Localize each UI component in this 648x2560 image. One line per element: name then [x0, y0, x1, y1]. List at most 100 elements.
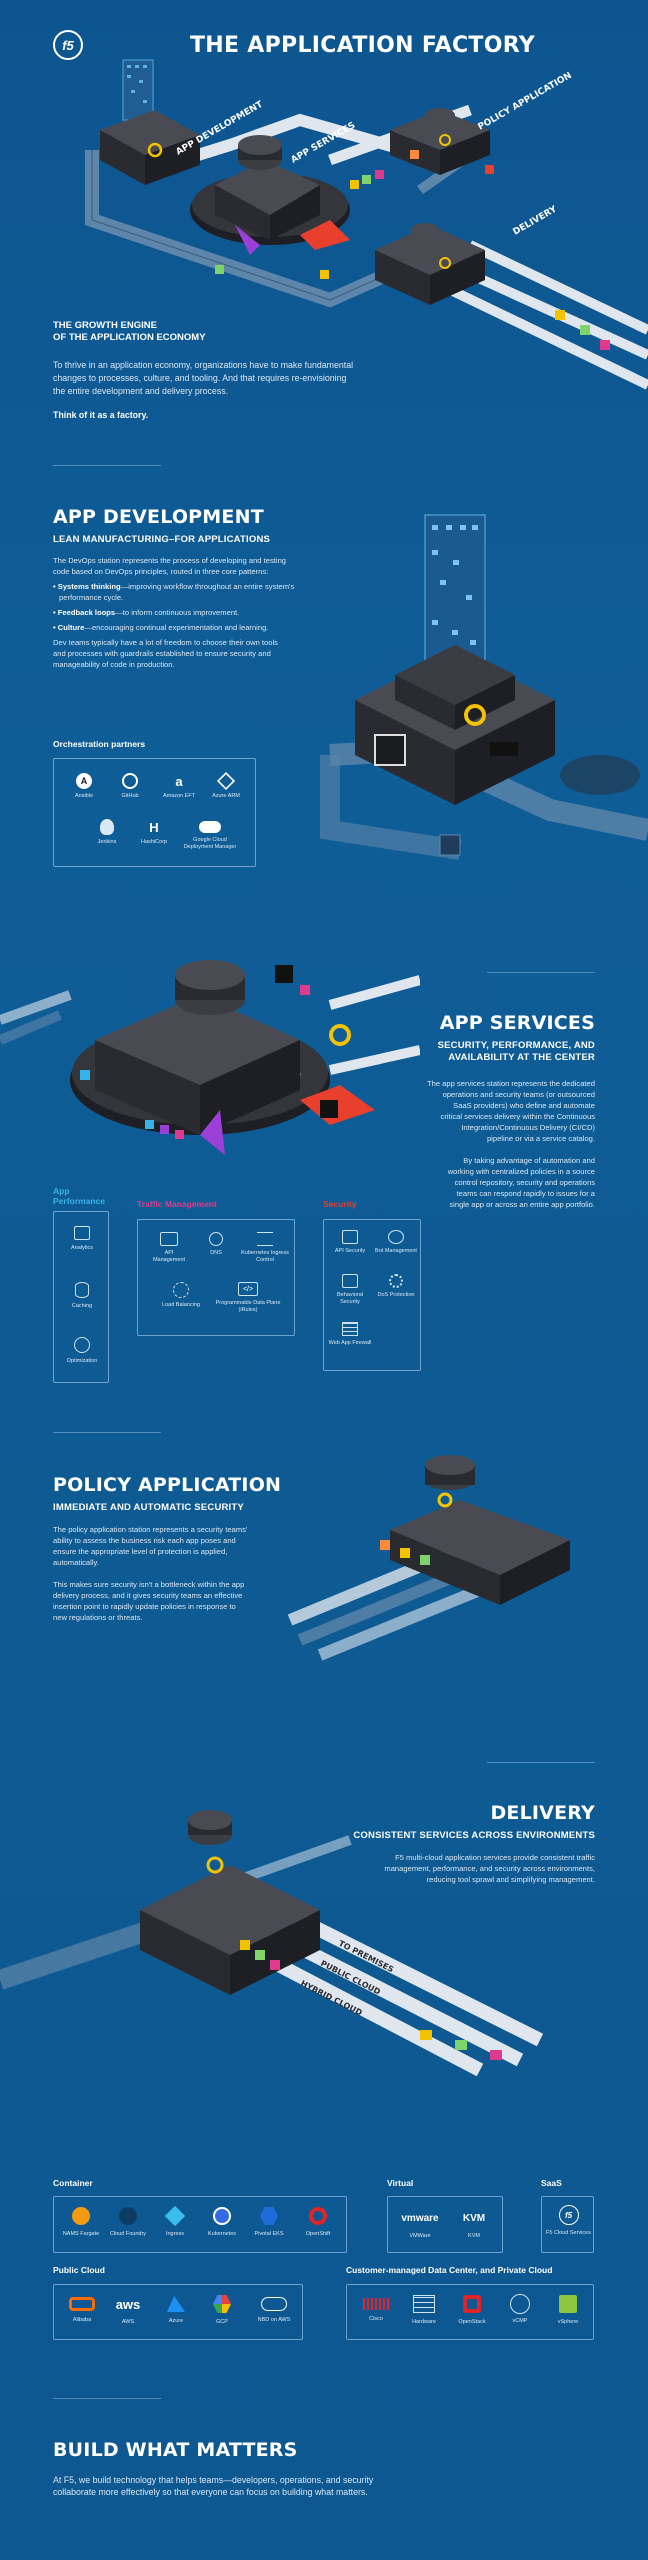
container-item-kubernetes[interactable]: Kubernetes	[201, 2207, 243, 2238]
alibaba-icon	[69, 2297, 95, 2311]
policy-illustration	[287, 1455, 570, 1661]
cloud-foundry-icon	[119, 2207, 137, 2225]
security-box: API Security Bot Management Behavioral S…	[323, 1219, 421, 1371]
kubernetes-ingress-item[interactable]: Kubernetes Ingress Control	[238, 1232, 292, 1263]
behavioral-security-item[interactable]: Behavioral Security	[328, 1274, 372, 1305]
hero-heading: THE GROWTH ENGINE OF THE APPLICATION ECO…	[53, 320, 206, 343]
container-item-cloud-foundry[interactable]: Cloud Foundry	[107, 2207, 149, 2238]
vsphere-icon	[559, 2295, 577, 2313]
api-security-item[interactable]: API Security	[328, 1230, 372, 1255]
container-item-pivotal[interactable]: Pivotal EKS	[248, 2207, 290, 2238]
factory-hero-illustration: APP DEVELOPMENT APP SERVICES POLICY APPL…	[85, 59, 648, 390]
vcmp-icon	[510, 2294, 530, 2314]
cube-icon	[216, 771, 236, 791]
partner-ansible[interactable]: A Ansible	[66, 773, 102, 800]
load-balancing-item[interactable]: Load Balancing	[158, 1282, 204, 1309]
perf-box: Analytics Caching Optimization	[53, 1211, 109, 1383]
container-item-fargate[interactable]: NAMS Fargate	[60, 2207, 102, 2238]
gear-icon	[389, 1274, 403, 1288]
container-item-ingress[interactable]: Ingress	[154, 2205, 196, 2238]
kvm-logo: KVM	[462, 2212, 486, 2224]
partner-amazon[interactable]: a Amazon EFT	[158, 773, 200, 800]
cloud-icon	[261, 2297, 287, 2311]
analytics-icon	[74, 1226, 90, 1240]
database-icon	[75, 1282, 89, 1298]
aws-logo: aws	[115, 2296, 141, 2312]
traffic-title: Traffic Management	[137, 1199, 217, 1209]
f5-icon: f5	[558, 2205, 579, 2225]
dc-item-vcmp[interactable]: vCMP	[497, 2294, 543, 2325]
divider	[53, 2398, 161, 2399]
programmable-data-plane-item[interactable]: </> Programmable Data Plane (iRules)	[210, 1282, 286, 1313]
dos-protection-item[interactable]: DoS Protection	[374, 1274, 418, 1299]
appdev-body: The DevOps station represents the proces…	[53, 556, 295, 669]
cisco-icon	[363, 2298, 389, 2310]
analytics-item[interactable]: Analytics	[54, 1226, 110, 1252]
public-item-gcp[interactable]: GCP	[200, 2295, 244, 2326]
virtual-title: Virtual	[387, 2178, 414, 2188]
partner-jenkins[interactable]: Jenkins	[89, 819, 125, 846]
policy-subtitle: IMMEDIATE AND AUTOMATIC SECURITY	[53, 1502, 244, 1513]
partner-hashicorp[interactable]: H HashiCorp	[134, 819, 174, 846]
page-title: THE APPLICATION FACTORY	[190, 33, 535, 58]
gcp-icon	[213, 2295, 231, 2313]
cloud-icon	[199, 821, 221, 833]
container-item-openshift[interactable]: OpenShift	[295, 2207, 341, 2238]
dc-title: Customer-managed Data Center, and Privat…	[346, 2265, 553, 2275]
security-title: Security	[323, 1199, 357, 1209]
jenkins-icon	[100, 819, 114, 835]
footer-title: BUILD WHAT MATTERS	[53, 2439, 298, 2461]
bot-management-item[interactable]: Bot Management	[374, 1230, 418, 1255]
kubernetes-icon	[213, 2207, 231, 2225]
public-item-nbd-aws[interactable]: NBD on AWS	[248, 2295, 300, 2324]
azure-icon	[167, 2296, 185, 2312]
web-app-firewall-item[interactable]: Web App Firewall	[328, 1322, 372, 1347]
container-box: NAMS Fargate Cloud Foundry Ingress Kuber…	[53, 2196, 347, 2253]
divider	[487, 972, 595, 973]
public-item-azure[interactable]: Azure	[154, 2295, 198, 2325]
dc-item-hardware[interactable]: Hardware	[401, 2295, 447, 2326]
optimization-item[interactable]: Optimization	[54, 1337, 110, 1365]
partners-title: Orchestration partners	[53, 739, 146, 749]
amazon-icon: a	[175, 773, 183, 789]
firewall-icon	[342, 1322, 358, 1336]
appservices-body: The app services station represents the …	[426, 1079, 595, 1209]
dc-item-cisco[interactable]: Cisco	[353, 2295, 399, 2323]
policy-title: POLICY APPLICATION	[53, 1474, 282, 1496]
api-management-item[interactable]: API Management	[148, 1232, 190, 1263]
public-item-alibaba[interactable]: Alibaba	[60, 2295, 104, 2324]
api-icon	[160, 1232, 178, 1246]
dc-item-openstack[interactable]: OpenStack	[449, 2295, 495, 2326]
hero-tagline: Think of it as a factory.	[53, 410, 149, 420]
gauge-icon	[74, 1337, 90, 1353]
partner-azure-arm[interactable]: Azure ARM	[206, 771, 246, 800]
container-title: Container	[53, 2178, 93, 2188]
bot-icon	[388, 1230, 404, 1244]
hero-body: To thrive in an application economy, org…	[53, 360, 354, 396]
dns-item[interactable]: DNS	[196, 1232, 236, 1257]
traffic-box: API Management DNS Kubernetes Ingress Co…	[137, 1219, 295, 1336]
divider	[53, 465, 161, 466]
partner-google-cloud[interactable]: Google Cloud Deployment Manager	[178, 819, 242, 850]
appdev-illustration	[320, 514, 648, 860]
appservices-subtitle: SECURITY, PERFORMANCE, AND AVAILABILITY …	[437, 1040, 595, 1063]
dc-item-vsphere[interactable]: vSphere	[545, 2295, 591, 2326]
openshift-icon	[309, 2207, 327, 2225]
partner-github[interactable]: GitHub	[112, 773, 148, 800]
appdev-title: APP DEVELOPMENT	[53, 506, 264, 528]
f5-logo[interactable]: f5	[53, 30, 83, 60]
appdev-subtitle: LEAN MANUFACTURING–FOR APPLICATIONS	[53, 534, 271, 545]
delivery-title: DELIVERY	[490, 1802, 595, 1824]
saas-title: SaaS	[541, 2178, 562, 2188]
label-delivery: DELIVERY	[512, 204, 560, 237]
caching-item[interactable]: Caching	[54, 1282, 110, 1310]
delivery-body: F5 multi-cloud application services prov…	[384, 1853, 595, 1884]
shield-icon	[342, 1230, 358, 1244]
network-icon	[173, 1282, 189, 1298]
